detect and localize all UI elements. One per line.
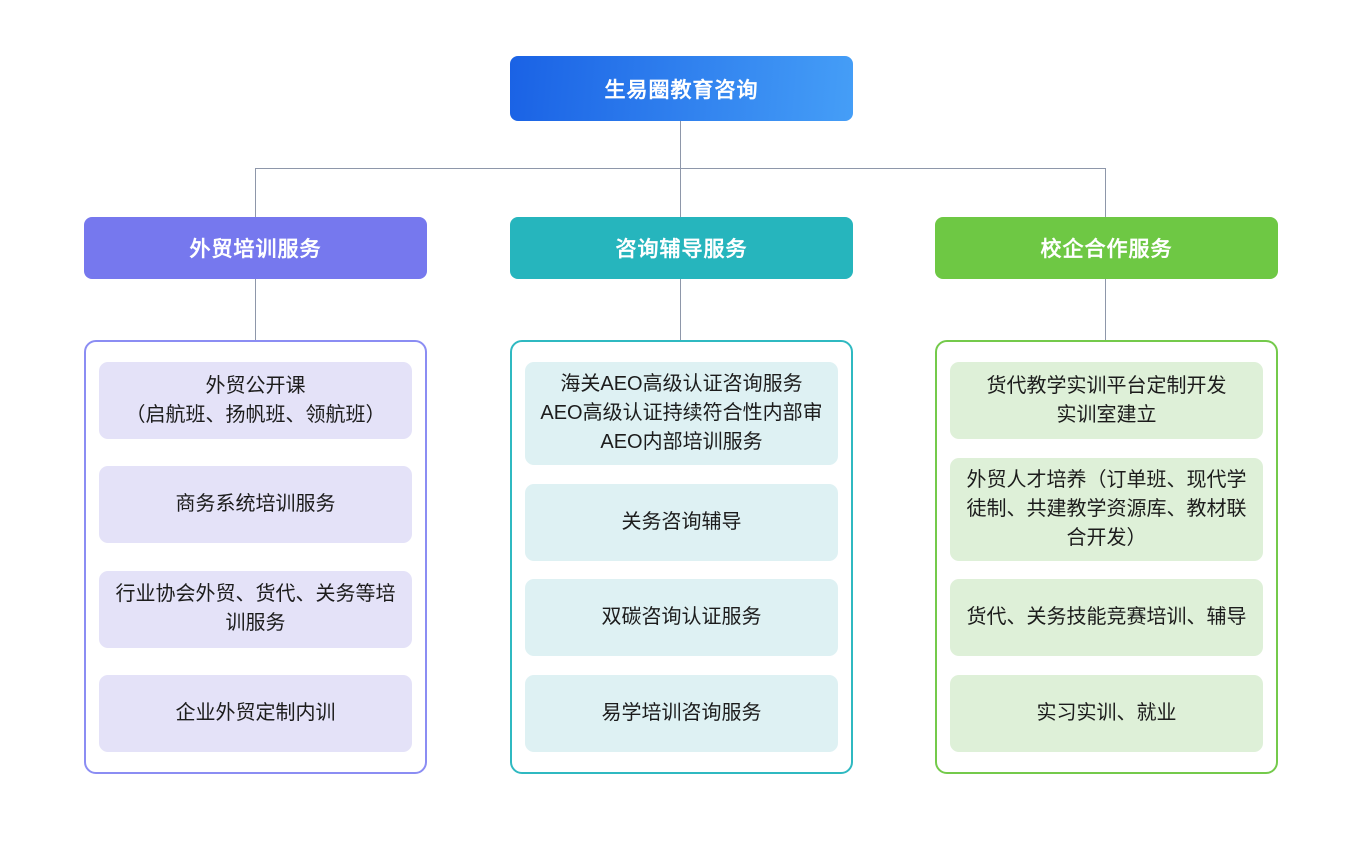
leaf-item: 企业外贸定制内训 [99,674,412,752]
connector-header-drop-right [1105,279,1106,340]
leaf-item: 外贸公开课 （启航班、扬帆班、领航班） [99,362,412,439]
connector-header-drop-middle [680,279,681,340]
leaf-item: 关务咨询辅导 [525,483,838,561]
connector-stub-middle [680,168,681,217]
leaf-item: 易学培训咨询服务 [525,674,838,752]
branch-header-label: 咨询辅导服务 [615,238,748,261]
leaf-item: 实习实训、就业 [950,674,1263,752]
branch-header-label: 校企合作服务 [1040,238,1173,261]
connector-root-drop [680,121,681,168]
branch-box-foreign-trade-training: 外贸公开课 （启航班、扬帆班、领航班） 商务系统培训服务 行业协会外贸、货代、关… [84,340,427,774]
leaf-item: 行业协会外贸、货代、关务等培训服务 [99,570,412,648]
leaf-item: 货代教学实训平台定制开发 实训室建立 [950,362,1263,439]
branch-header-consulting-coaching: 咨询辅导服务 [510,217,853,279]
leaf-item: 外贸人才培养（订单班、现代学徒制、共建教学资源库、教材联合开发） [950,457,1263,561]
leaf-item: 货代、关务技能竞赛培训、辅导 [950,579,1263,657]
root-node-label: 生易圈教育咨询 [604,78,759,102]
branch-header-school-enterprise-cooperation: 校企合作服务 [935,217,1278,279]
connector-stub-left [255,168,256,217]
branch-box-consulting-coaching: 海关AEO高级认证咨询服务 AEO高级认证持续符合性内部审 AEO内部培训服务 … [510,340,853,774]
connector-stub-right [1105,168,1106,217]
root-node: 生易圈教育咨询 [510,56,853,121]
branch-header-foreign-trade-training: 外贸培训服务 [84,217,427,279]
branch-header-label: 外贸培训服务 [189,238,322,261]
branch-box-school-enterprise-cooperation: 货代教学实训平台定制开发 实训室建立 外贸人才培养（订单班、现代学徒制、共建教学… [935,340,1278,774]
leaf-item: 商务系统培训服务 [99,466,412,544]
leaf-item: 海关AEO高级认证咨询服务 AEO高级认证持续符合性内部审 AEO内部培训服务 [525,362,838,465]
connector-header-drop-left [255,279,256,340]
leaf-item: 双碳咨询认证服务 [525,579,838,657]
